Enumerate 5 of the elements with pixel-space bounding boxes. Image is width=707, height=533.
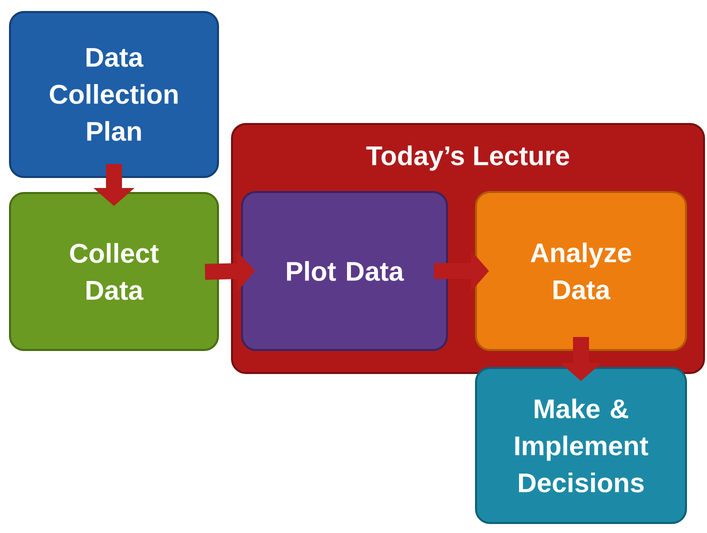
process-box: Make & Implement Decisions — [475, 367, 687, 524]
process-box: Plot Data — [241, 191, 448, 351]
process-box: Collect Data — [9, 192, 219, 351]
process-box: Data Collection Plan — [9, 11, 219, 178]
process-box: Analyze Data — [475, 191, 687, 351]
